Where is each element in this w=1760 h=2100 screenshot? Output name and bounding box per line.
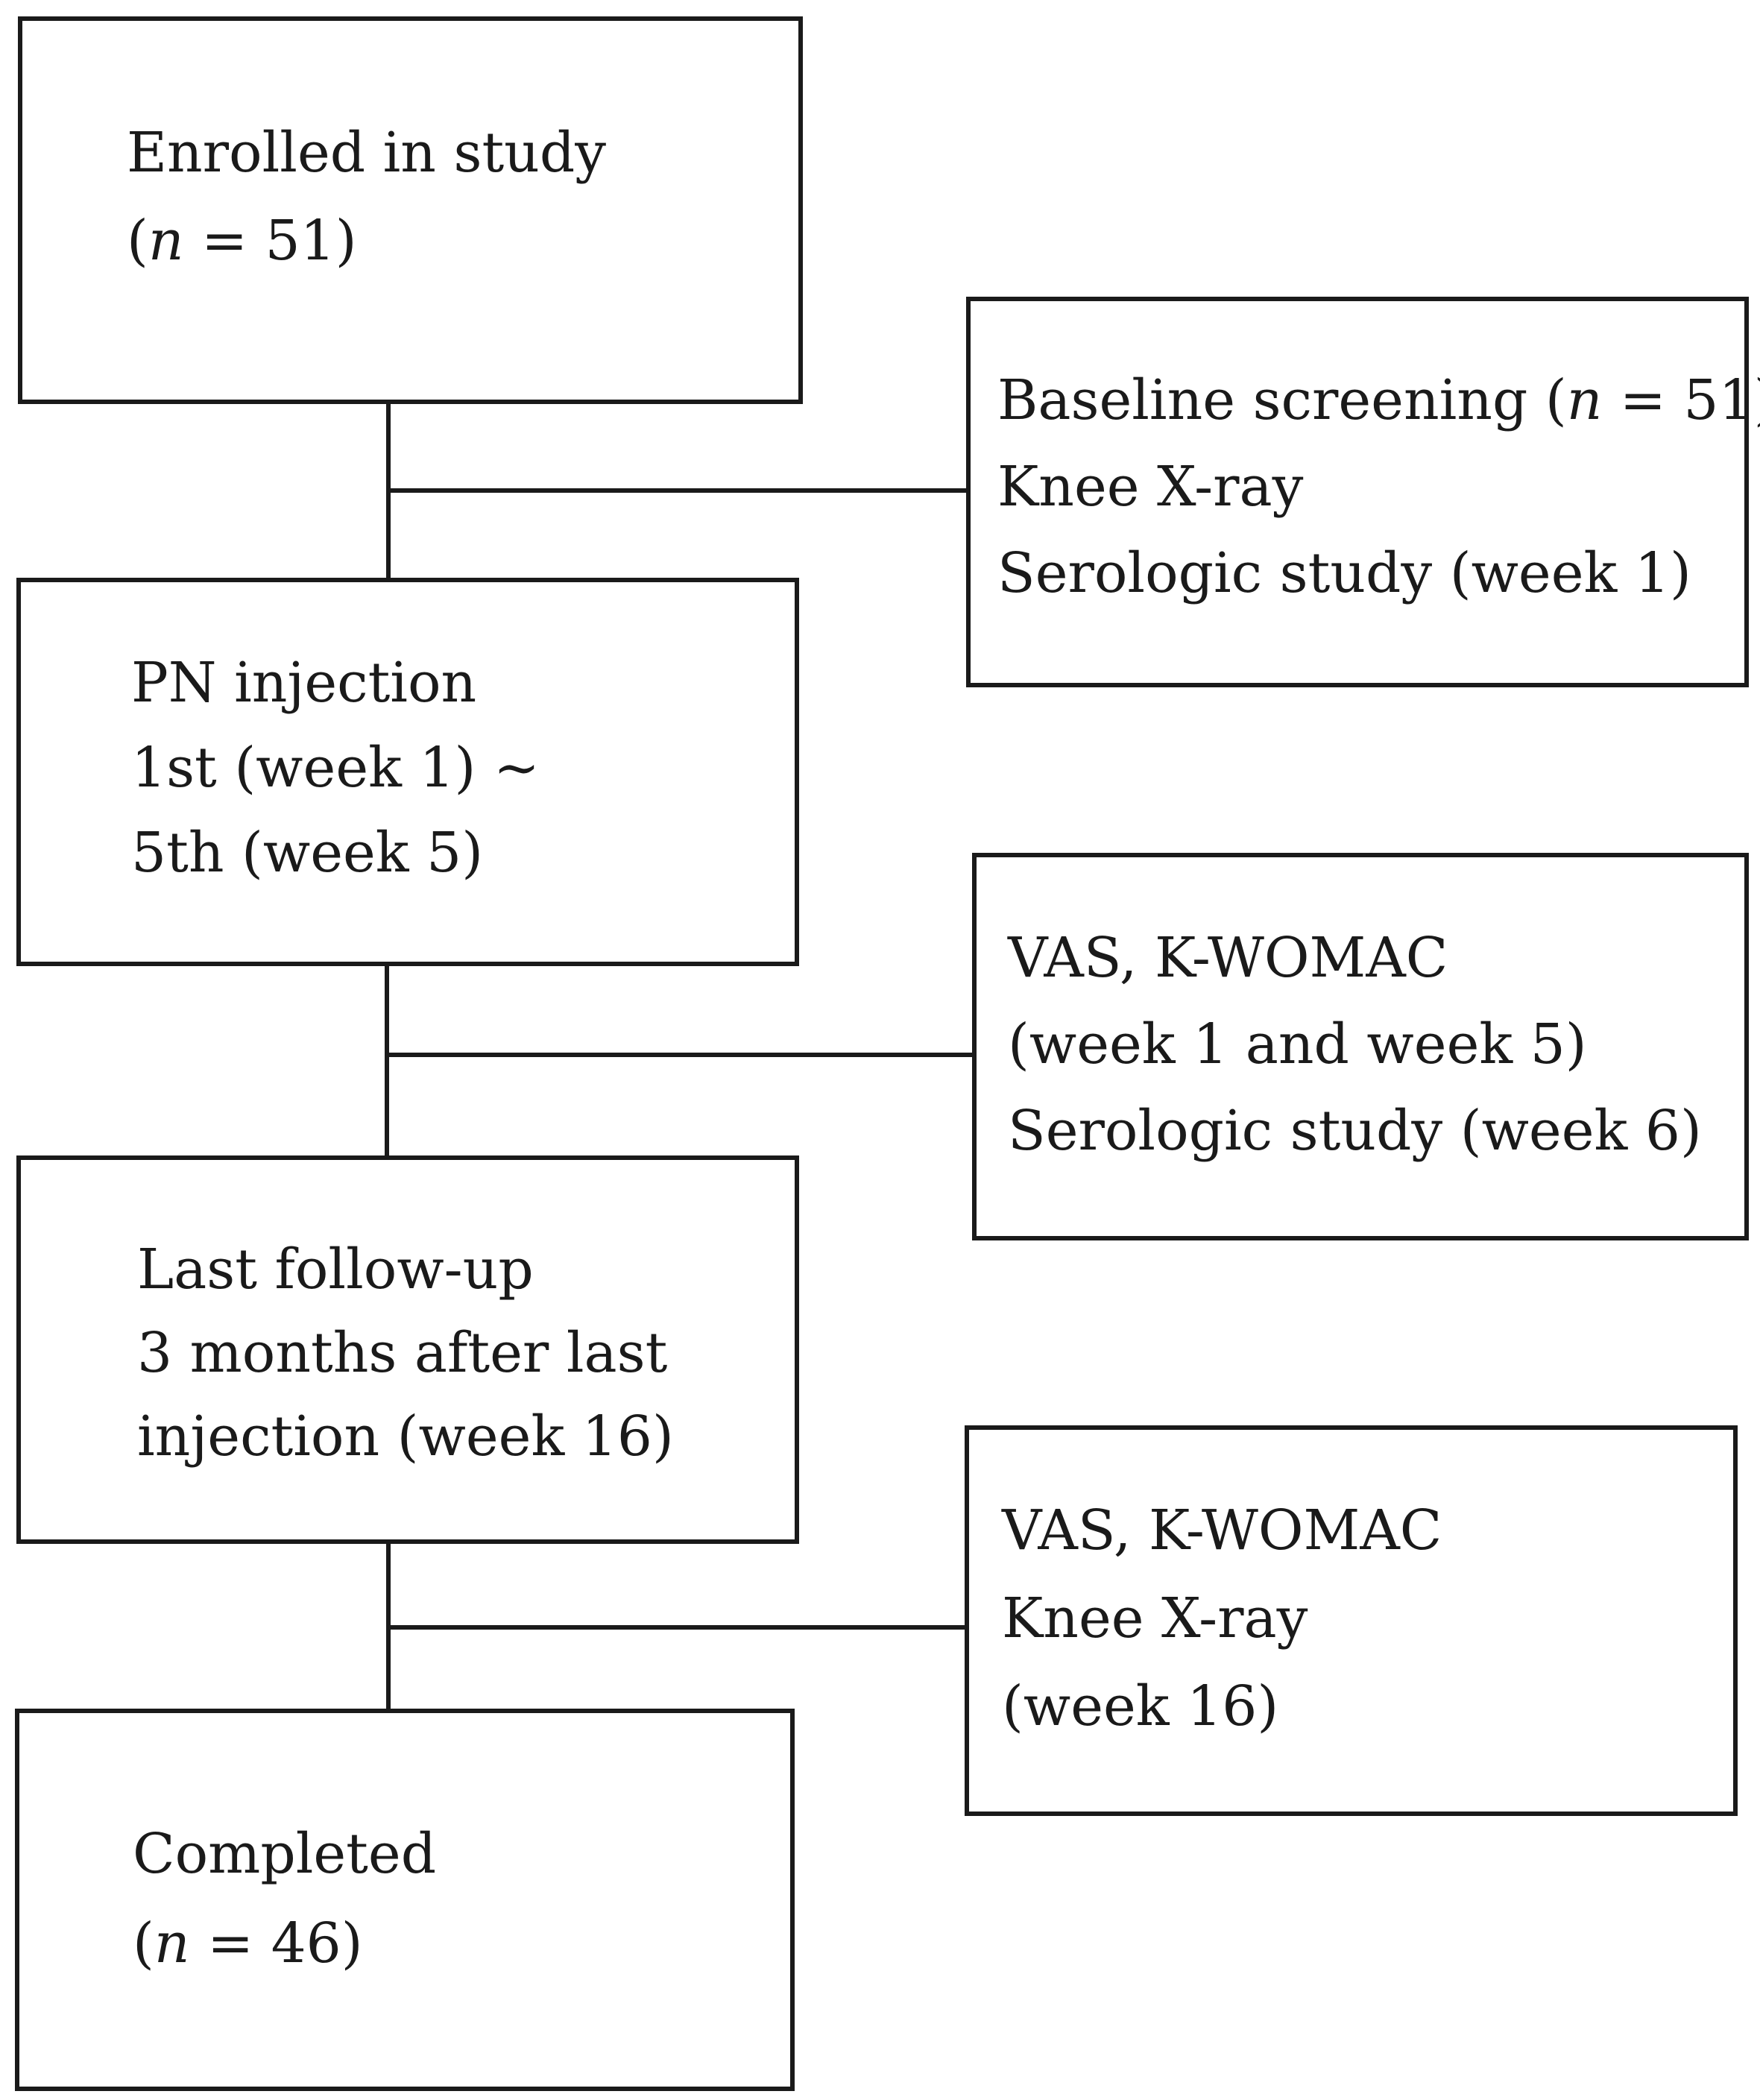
completed-title: Completed	[133, 1822, 437, 1886]
connector-to-mid-assessment	[385, 1053, 974, 1057]
pn-injection-box: PN injection 1st (week 1) ~ 5th (week 5)	[16, 578, 799, 966]
final-assessment-week: (week 16)	[1002, 1674, 1279, 1738]
final-assessment-xray: Knee X-ray	[1002, 1586, 1308, 1650]
mid-assessment-box: VAS, K-WOMAC (week 1 and week 5) Serolog…	[972, 853, 1749, 1240]
last-followup-week: injection (week 16)	[137, 1404, 674, 1469]
baseline-xray: Knee X-ray	[997, 455, 1304, 519]
last-followup-title: Last follow-up	[137, 1237, 534, 1302]
pn-injection-first: 1st (week 1) ~	[131, 736, 540, 800]
completed-count: (n = 46)	[133, 1911, 363, 1976]
final-assessment-box: VAS, K-WOMAC Knee X-ray (week 16)	[965, 1425, 1738, 1816]
connector-to-baseline	[386, 488, 968, 493]
last-followup-timing: 3 months after last	[137, 1321, 668, 1385]
mid-assessment-scores: VAS, K-WOMAC	[1008, 926, 1448, 990]
mid-assessment-weeks: (week 1 and week 5)	[1008, 1012, 1587, 1076]
enrolled-count: (n = 51)	[127, 209, 357, 273]
enrolled-box: Enrolled in study (n = 51)	[18, 16, 803, 404]
baseline-title: Baseline screening (n = 51)	[997, 368, 1760, 432]
baseline-box: Baseline screening (n = 51) Knee X-ray S…	[966, 297, 1760, 687]
connector-pn-to-followup	[385, 962, 389, 1158]
pn-injection-fifth: 5th (week 5)	[131, 821, 484, 885]
completed-box: Completed (n = 46)	[15, 1709, 795, 2091]
enrolled-title: Enrolled in study	[127, 121, 607, 185]
last-followup-box: Last follow-up 3 months after last injec…	[16, 1155, 799, 1544]
connector-to-final-assessment	[386, 1625, 965, 1630]
final-assessment-scores: VAS, K-WOMAC	[1002, 1498, 1442, 1563]
pn-injection-title: PN injection	[131, 651, 477, 715]
baseline-serologic: Serologic study (week 1)	[997, 541, 1691, 605]
mid-assessment-serologic: Serologic study (week 6)	[1008, 1099, 1702, 1163]
